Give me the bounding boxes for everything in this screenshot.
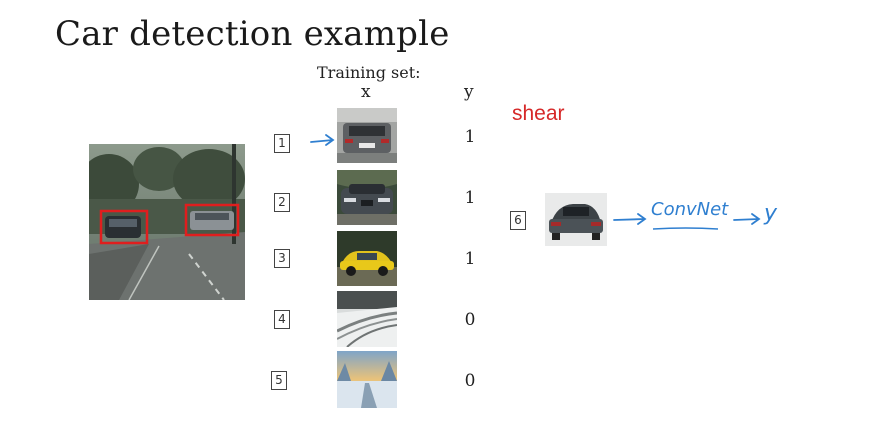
- row-label-5: 0: [464, 371, 476, 391]
- shear-annotation: shear: [512, 102, 565, 125]
- row-index-2: 2: [274, 193, 290, 212]
- convnet-label: ConvNet: [651, 199, 729, 220]
- detection-box-1: [99, 209, 149, 245]
- street-scene-image: [79, 144, 245, 301]
- arrow-icon: [310, 134, 335, 146]
- slide-title: Car detection example: [55, 14, 450, 54]
- row-label-2: 1: [464, 188, 476, 208]
- yellow-car-thumbnail: [337, 231, 397, 286]
- car-front-thumbnail: [337, 170, 397, 225]
- row-index-4: 4: [274, 310, 290, 329]
- column-x-header: x: [361, 82, 371, 102]
- snowy-road-thumbnail: [337, 291, 397, 347]
- street-scene-graphic: [79, 144, 245, 301]
- training-set-label: Training set:: [317, 63, 421, 82]
- row-index-5: 5: [271, 371, 287, 390]
- row-label-1: 1: [464, 127, 476, 147]
- row-index-3: 3: [274, 249, 290, 268]
- column-y-header: y: [464, 82, 474, 102]
- row-index-1: 1: [274, 134, 290, 153]
- convnet-underline: [652, 227, 719, 230]
- output-y-label: y: [764, 201, 778, 226]
- test-car-thumbnail: [545, 193, 607, 246]
- row-label-3: 1: [464, 249, 476, 269]
- row-label-4: 0: [464, 310, 476, 330]
- test-index-6: 6: [510, 211, 526, 230]
- winter-landscape-thumbnail: [337, 351, 397, 408]
- detection-box-2: [184, 203, 240, 237]
- arrow-to-convnet-icon: [613, 213, 647, 225]
- arrow-to-output-icon: [733, 213, 761, 225]
- car-rear-thumbnail: [337, 108, 397, 163]
